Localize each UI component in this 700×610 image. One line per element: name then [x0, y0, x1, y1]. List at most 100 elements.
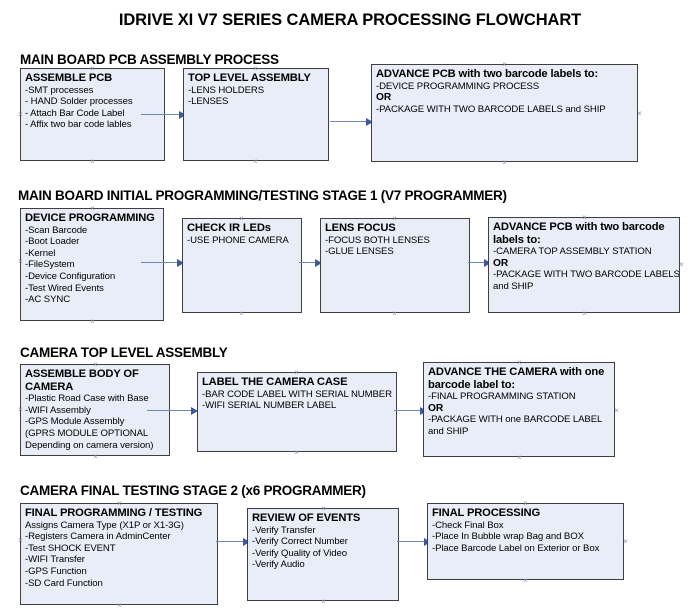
node-title: LABEL THE CAMERA CASE: [202, 376, 348, 388]
resize-handle[interactable]: [89, 65, 96, 72]
node-title: ASSEMBLE BODY OF CAMERA: [25, 368, 139, 393]
resize-handle[interactable]: [293, 449, 300, 456]
node-line: -DEVICE PROGRAMMING PROCESS: [376, 80, 540, 92]
resize-handle[interactable]: [320, 505, 327, 512]
arrowhead-icon: [366, 117, 373, 126]
connector-arrow[interactable]: [141, 258, 184, 267]
node-line: -Device Configuration: [25, 270, 116, 282]
node-review-of-events[interactable]: REVIEW OF EVENTS -Verify Transfer -Verif…: [247, 508, 399, 601]
node-line: -Place In Bubble wrap Bag and BOX: [432, 531, 584, 543]
resize-handle[interactable]: [17, 406, 24, 413]
node-line: -USE PHONE CAMERA: [187, 234, 289, 246]
resize-handle[interactable]: [17, 258, 24, 265]
arrowhead-icon: [243, 537, 250, 546]
resize-handle[interactable]: [293, 369, 300, 376]
connector-line: [216, 541, 249, 543]
connector-arrow[interactable]: [299, 258, 322, 267]
node-advance-pcb-stage1[interactable]: ADVANCE PCB with two barcode labels to: …: [488, 217, 680, 313]
resize-handle[interactable]: [92, 453, 99, 460]
resize-handle[interactable]: [89, 158, 96, 165]
connector-line: [397, 541, 430, 543]
connector-arrow[interactable]: [394, 406, 427, 415]
node-final-programming-testing[interactable]: FINAL PROGRAMMING / TESTING Assigns Came…: [20, 503, 218, 605]
resize-handle[interactable]: [581, 214, 588, 221]
section-header-camera-final-testing: CAMERA FINAL TESTING STAGE 2 (x6 PROGRAM…: [20, 483, 366, 498]
node-line: -GLUE LENSES: [325, 246, 394, 258]
resize-handle[interactable]: [238, 310, 245, 317]
arrowhead-icon: [191, 406, 198, 415]
node-line: -Verify Audio: [252, 559, 305, 571]
node-line: -AC SYNC: [25, 294, 71, 306]
connector-line: [330, 121, 372, 123]
resize-handle[interactable]: [678, 261, 685, 268]
arrowhead-icon: [179, 110, 186, 119]
node-line: -Kernel: [25, 247, 56, 259]
node-line: -Plastic Road Case with Base: [25, 393, 149, 405]
resize-handle[interactable]: [622, 538, 629, 545]
node-line: and SHIP: [428, 425, 469, 437]
node-check-ir-leds[interactable]: CHECK IR LEDs -USE PHONE CAMERA: [182, 218, 302, 313]
connector-arrow[interactable]: [397, 537, 431, 546]
section-header-camera-top-level-assembly: CAMERA TOP LEVEL ASSEMBLY: [20, 345, 228, 360]
resize-handle[interactable]: [501, 61, 508, 68]
node-title: FINAL PROGRAMMING / TESTING: [25, 507, 203, 519]
node-line: -FINAL PROGRAMMING STATION: [428, 391, 576, 403]
node-title: ASSEMBLE PCB: [25, 72, 113, 84]
resize-handle[interactable]: [17, 111, 24, 118]
resize-handle[interactable]: [581, 310, 588, 317]
section-header-main-board-initial-programming: MAIN BOARD INITIAL PROGRAMMING/TESTING S…: [18, 188, 507, 203]
resize-handle[interactable]: [92, 361, 99, 368]
resize-handle[interactable]: [252, 65, 259, 72]
node-line: -GPS Module Assembly: [25, 416, 125, 428]
resize-handle[interactable]: [522, 500, 529, 507]
resize-handle[interactable]: [501, 159, 508, 166]
resize-handle[interactable]: [516, 359, 523, 366]
node-final-processing[interactable]: FINAL PROCESSING -Check Final Box -Place…: [427, 503, 624, 580]
node-assemble-pcb[interactable]: ASSEMBLE PCB -SMT processes - HAND Solde…: [20, 68, 165, 161]
node-label-the-camera-case[interactable]: LABEL THE CAMERA CASE -BAR CODE LABEL WI…: [197, 372, 397, 452]
resize-handle[interactable]: [391, 310, 398, 317]
resize-handle[interactable]: [17, 537, 24, 544]
node-advance-the-camera[interactable]: ADVANCE THE CAMERA with one barcode labe…: [423, 362, 615, 457]
resize-handle[interactable]: [636, 110, 643, 117]
connector-arrow[interactable]: [468, 258, 491, 267]
node-line: -Registers Camera in AdminCenter: [25, 531, 171, 543]
node-line-or: OR: [493, 257, 509, 269]
resize-handle[interactable]: [252, 158, 259, 165]
node-line: -PACKAGE WITH TWO BARCODE LABELS: [493, 269, 680, 281]
section-header-main-board-pcb-assembly: MAIN BOARD PCB ASSEMBLY PROCESS: [20, 52, 279, 67]
connector-arrow[interactable]: [147, 406, 198, 415]
node-line: -LENS HOLDERS: [188, 84, 265, 96]
resize-handle[interactable]: [522, 577, 529, 584]
node-line: -WIFI SERIAL NUMBER LABEL: [202, 400, 337, 412]
resize-handle[interactable]: [391, 215, 398, 222]
node-top-level-assembly[interactable]: TOP LEVEL ASSEMBLY -LENS HOLDERS -LENSES: [183, 68, 329, 161]
resize-handle[interactable]: [613, 407, 620, 414]
page-title: IDRIVE XI V7 SERIES CAMERA PROCESSING FL…: [118, 11, 582, 29]
node-lens-focus[interactable]: LENS FOCUS -FOCUS BOTH LENSES -GLUE LENS…: [320, 218, 470, 313]
node-title: ADVANCE PCB with two barcode labels to:: [493, 221, 665, 246]
node-title: ADVANCE PCB with two barcode labels to:: [376, 68, 599, 80]
resize-handle[interactable]: [89, 205, 96, 212]
resize-handle[interactable]: [320, 598, 327, 605]
connector-line: [147, 410, 197, 412]
resize-handle[interactable]: [238, 215, 245, 222]
node-line: Depending on camera version): [25, 439, 154, 451]
resize-handle[interactable]: [516, 454, 523, 461]
node-line: -WIFI Assembly: [25, 404, 91, 416]
node-line: -Place Barcode Label on Exterior or Box: [432, 542, 600, 554]
resize-handle[interactable]: [116, 500, 123, 507]
resize-handle[interactable]: [89, 318, 96, 325]
node-advance-pcb-stage0[interactable]: ADVANCE PCB with two barcode labels to: …: [371, 64, 638, 162]
node-title: FINAL PROCESSING: [432, 507, 541, 519]
node-line: -Verify Correct Number: [252, 536, 348, 548]
node-title: DEVICE PROGRAMMING: [25, 212, 155, 224]
connector-arrow[interactable]: [330, 117, 373, 126]
connector-arrow[interactable]: [141, 110, 186, 119]
connector-arrow[interactable]: [216, 537, 250, 546]
resize-handle[interactable]: [116, 602, 123, 609]
node-title: REVIEW OF EVENTS: [252, 512, 361, 524]
arrowhead-icon: [315, 258, 322, 267]
node-line: -FOCUS BOTH LENSES: [325, 234, 430, 246]
